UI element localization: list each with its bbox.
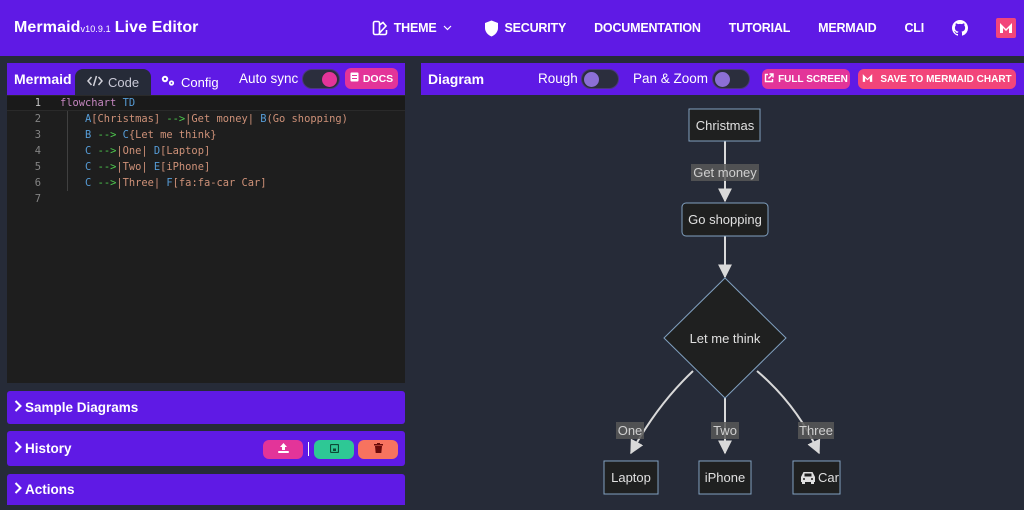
save-history-button[interactable]	[314, 440, 354, 459]
tab-config-label: Config	[181, 74, 219, 90]
pan-zoom-label: Pan & Zoom	[633, 71, 709, 86]
svg-text:Laptop: Laptop	[611, 470, 651, 485]
theme-icon	[372, 20, 388, 36]
github-icon	[952, 20, 968, 36]
diagram-header: Diagram Rough Pan & Zoom FULL SCREEN SAV…	[421, 63, 1024, 95]
actions-label: Actions	[25, 482, 75, 497]
shield-icon	[484, 20, 499, 37]
editor-title: Mermaid	[14, 71, 72, 87]
tab-config[interactable]: Config	[148, 69, 231, 95]
code-line: 5 C -->|Two| E[iPhone]	[34, 159, 211, 175]
code-line: 7	[34, 193, 41, 205]
svg-text:iPhone: iPhone	[705, 470, 745, 485]
svg-text:Christmas: Christmas	[696, 118, 755, 133]
editor-header: Mermaid Code Config Auto sync DOCS	[7, 63, 405, 95]
history-accordion[interactable]: History	[7, 431, 405, 466]
svg-text:One: One	[618, 423, 643, 438]
node-iphone[interactable]: iPhone	[698, 460, 752, 495]
diagram-canvas[interactable]: Get money One Two Three Christmas Go	[421, 95, 1024, 505]
node-christmas[interactable]: Christmas	[688, 108, 761, 142]
theme-menu[interactable]: THEME	[372, 20, 452, 36]
actions-accordion[interactable]: Actions	[7, 474, 405, 505]
rough-toggle[interactable]	[581, 69, 619, 89]
save-icon	[329, 443, 339, 456]
chevron-right-icon	[14, 441, 22, 456]
book-icon	[350, 72, 359, 85]
auto-sync-label: Auto sync	[239, 71, 299, 86]
tutorial-link[interactable]: TUTORIAL	[728, 21, 791, 35]
chevron-right-icon	[14, 482, 22, 497]
brand-name: Mermaid	[14, 19, 81, 36]
code-line: 6 C -->|Three| F[fa:fa-car Car]	[34, 175, 267, 191]
tab-code-label: Code	[108, 74, 140, 90]
rough-label: Rough	[538, 71, 578, 86]
docs-label: DOCS	[362, 72, 394, 85]
code-editor[interactable]: 1 flowchart TD 2 A[Christmas] -->|Get mo…	[7, 95, 405, 207]
clear-history-button[interactable]	[358, 440, 398, 459]
edge-label-three: Three	[798, 422, 834, 439]
security-label: SECURITY	[504, 21, 567, 35]
node-laptop[interactable]: Laptop	[603, 460, 659, 495]
theme-label: THEME	[393, 21, 437, 35]
version-label: v10.9.1	[80, 24, 111, 34]
code-line: 2 A[Christmas] -->|Get money| B(Go shopp…	[34, 111, 348, 127]
node-car[interactable]: Car	[792, 460, 841, 495]
documentation-link[interactable]: DOCUMENTATION	[594, 21, 701, 35]
toggle-knob	[584, 72, 599, 87]
top-navbar: Mermaid v10.9.1 Live Editor THEME SECURI…	[0, 0, 1024, 56]
edge-label-one: One	[616, 422, 644, 439]
toggle-knob	[715, 72, 730, 87]
app-title: Mermaid v10.9.1 Live Editor	[14, 19, 199, 37]
car-icon	[801, 472, 815, 484]
svg-text:Two: Two	[713, 423, 737, 438]
code-line: 1 flowchart TD	[7, 95, 405, 111]
svg-text:Car: Car	[818, 470, 840, 485]
diagram-title: Diagram	[428, 71, 485, 87]
trash-icon	[373, 443, 383, 456]
toggle-knob	[322, 72, 337, 87]
edge-label-two: Two	[711, 422, 739, 439]
chevron-down-icon	[443, 25, 452, 31]
external-link-icon	[764, 72, 774, 86]
editor-panel: Mermaid Code Config Auto sync DOCS 1 flo…	[7, 63, 405, 383]
divider	[308, 442, 309, 456]
security-link[interactable]: SECURITY	[484, 20, 567, 37]
mermaid-chart-logo-icon[interactable]	[996, 18, 1016, 38]
upload-history-button[interactable]	[263, 440, 303, 459]
brand-subtitle: Live Editor	[114, 19, 199, 36]
save-to-mermaid-chart-label: SAVE TO MERMAID CHART	[880, 73, 1012, 85]
docs-button[interactable]: DOCS	[345, 68, 398, 89]
save-to-mermaid-chart-button[interactable]: SAVE TO MERMAID CHART	[858, 69, 1016, 89]
auto-sync-toggle[interactable]	[302, 69, 340, 89]
upload-icon	[277, 443, 289, 456]
gears-icon	[160, 74, 176, 90]
mermaid-link[interactable]: MERMAID	[818, 21, 877, 35]
full-screen-button[interactable]: FULL SCREEN	[762, 69, 850, 89]
sample-diagrams-accordion[interactable]: Sample Diagrams	[7, 391, 405, 424]
node-let-me-think[interactable]: Let me think	[663, 277, 787, 399]
code-icon	[87, 75, 103, 90]
svg-text:Get money: Get money	[693, 165, 757, 180]
github-link[interactable]	[952, 20, 968, 36]
edge-label-get-money: Get money	[691, 164, 759, 181]
diagram-panel: Diagram Rough Pan & Zoom FULL SCREEN SAV…	[421, 63, 1024, 505]
mermaid-chart-logo-icon	[862, 73, 873, 86]
svg-text:Three: Three	[799, 423, 833, 438]
node-go-shopping[interactable]: Go shopping	[681, 202, 769, 237]
history-label: History	[25, 441, 72, 456]
sample-diagrams-label: Sample Diagrams	[25, 400, 139, 415]
svg-text:Go shopping: Go shopping	[688, 212, 762, 227]
cli-link[interactable]: CLI	[904, 21, 924, 35]
tab-code[interactable]: Code	[75, 69, 152, 95]
pan-zoom-toggle[interactable]	[712, 69, 750, 89]
code-line: 3 B --> C{Let me think}	[34, 127, 217, 143]
chevron-right-icon	[14, 400, 22, 415]
code-line: 4 C -->|One| D[Laptop]	[34, 143, 211, 159]
full-screen-label: FULL SCREEN	[778, 73, 848, 85]
svg-text:Let me think: Let me think	[690, 331, 761, 346]
